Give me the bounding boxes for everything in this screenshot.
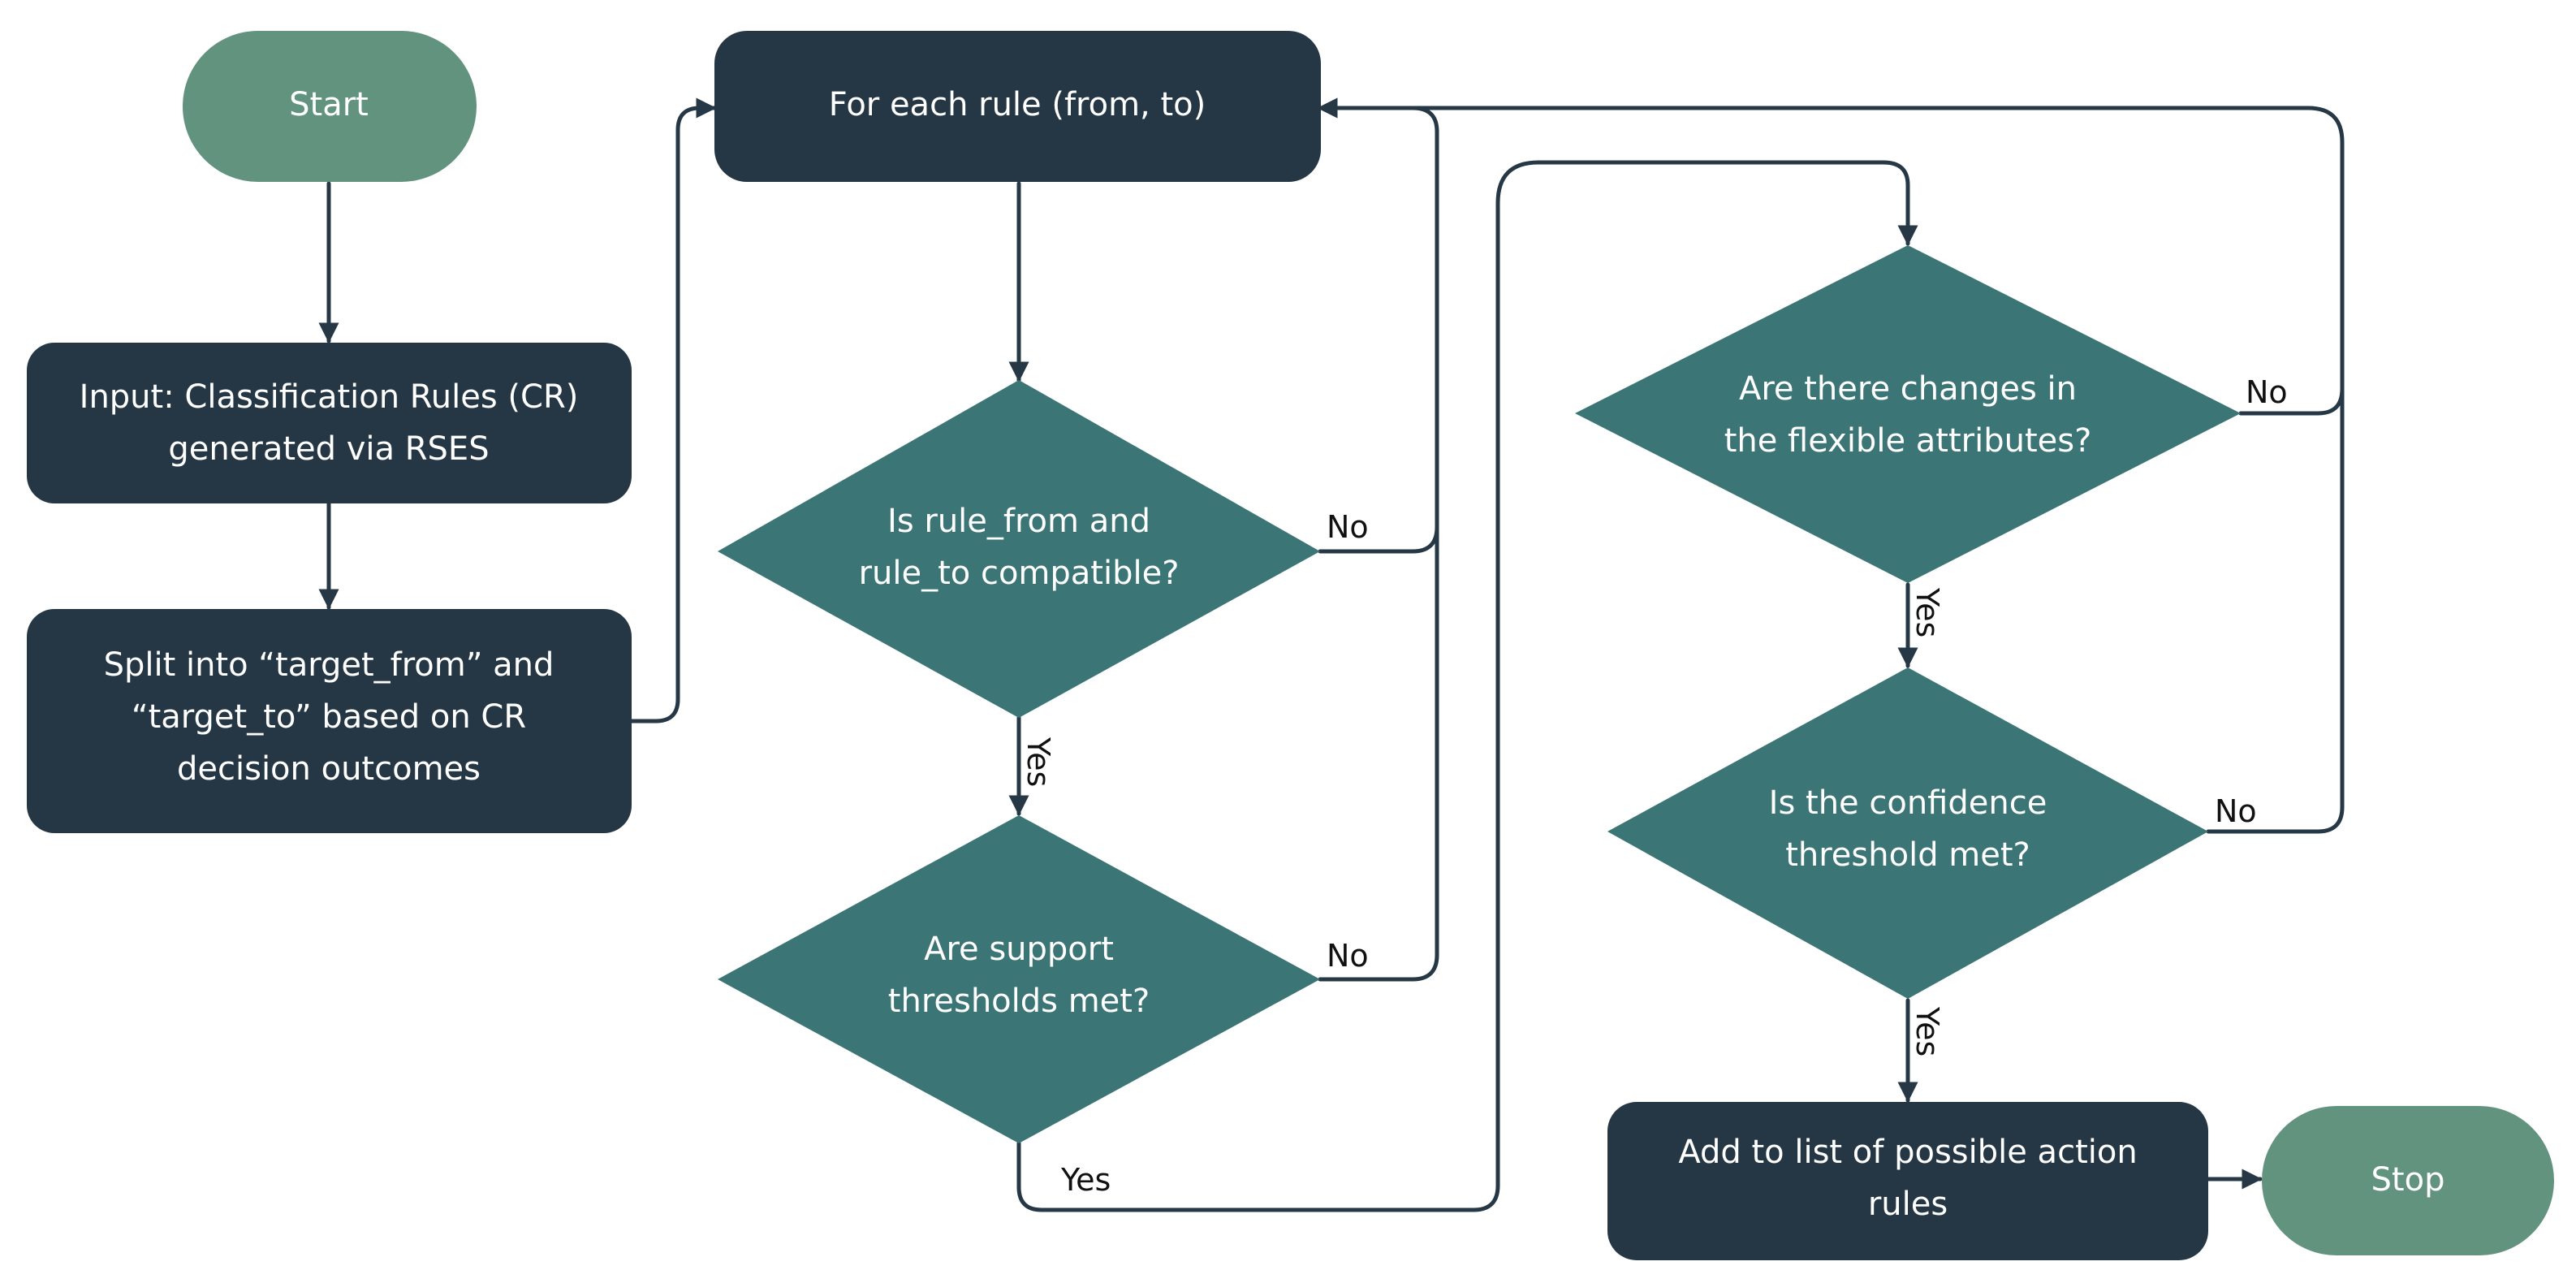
support-label-line-1: Are support [924,931,1114,968]
split-process [27,609,632,833]
support-decision [718,815,1320,1143]
node-labels: Start Input: Classification Rules (CR) g… [80,86,2445,1223]
edge-labels: No No No No Yes Yes Yes Yes [1020,374,2288,1198]
compatible-decision [718,380,1320,718]
input-label-line-2: generated via RSES [168,430,489,468]
input-process [27,343,632,503]
confidence-decision [1607,667,2208,999]
compatible-yes-label: Yes [1020,737,1056,787]
compatible-label-line-2: rule_to compatible? [859,555,1180,592]
input-label-line-1: Input: Classification Rules (CR) [80,378,579,416]
stop-terminal [2262,1106,2554,1255]
confidence-label-line-1: Is the confidence [1769,784,2047,822]
add-process [1607,1102,2208,1260]
support-label-line-2: thresholds met? [888,983,1150,1020]
confidence-yes-label: Yes [1909,1006,1945,1056]
split-label-line-1: Split into “target_from” and [104,646,554,684]
support-yes-label: Yes [1060,1162,1111,1198]
nodes [27,31,2554,1260]
loop-label: For each rule (from, to) [829,86,1206,123]
compatible-label-line-1: Is rule_from and [887,503,1150,540]
start-terminal [183,31,477,182]
loop-process [714,31,1321,182]
edge-flexible-no-loop [1317,97,2345,416]
edge-support-no [1318,485,1439,982]
edges [318,97,2345,1212]
compatible-no-label: No [1327,509,1369,545]
add-label-line-1: Add to list of possible action [1678,1134,2137,1171]
flexible-yes-label: Yes [1909,587,1945,637]
split-label-line-3: decision outcomes [177,750,481,788]
edge-compatible-no-loop [1317,97,1439,554]
flexible-no-label: No [2246,374,2288,410]
edge-confidence-no [2206,379,2345,834]
flexible-label-line-2: the flexible attributes? [1724,422,2092,460]
flexible-label-line-1: Are there changes in [1739,370,2077,408]
edge-split-loop [629,97,717,724]
confidence-label-line-2: threshold met? [1785,836,2030,874]
flexible-decision [1575,245,2241,583]
start-label: Start [289,86,369,123]
confidence-no-label: No [2215,793,2257,829]
add-label-line-2: rules [1868,1186,1948,1223]
support-no-label: No [1327,938,1369,974]
split-label-line-2: “target_to” based on CR [132,698,526,736]
edge-support-yes-flexible [1016,160,1918,1212]
stop-label: Stop [2371,1161,2445,1199]
